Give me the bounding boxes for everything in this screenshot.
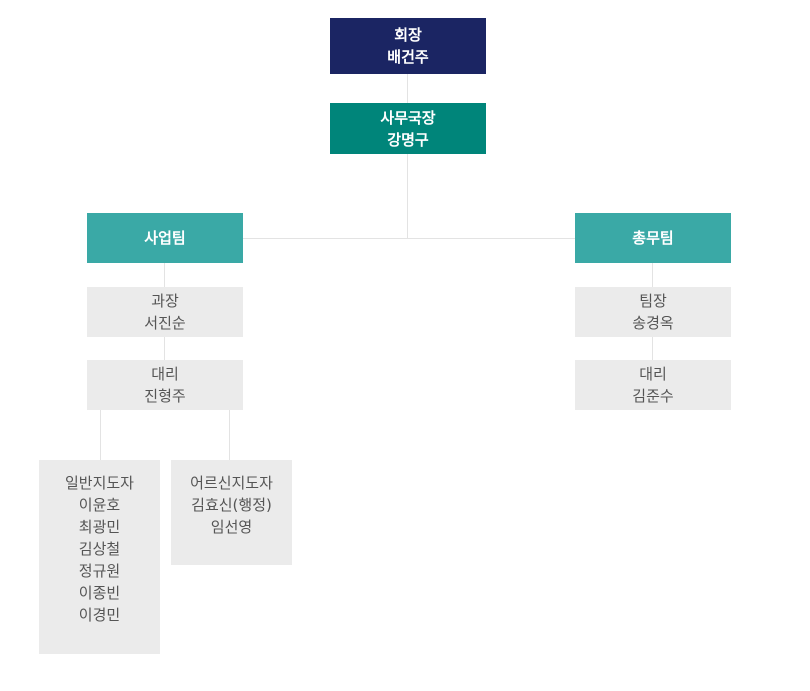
- name: 정규원: [78, 562, 121, 580]
- title: 과장: [151, 292, 179, 310]
- name: 배건주: [387, 48, 429, 66]
- admin-leader-box: 팀장 송경옥: [575, 287, 731, 337]
- admin-assistant-box: 대리 김준수: [575, 360, 731, 410]
- title: 회장: [394, 26, 422, 44]
- name: 김준수: [632, 387, 674, 405]
- name: 강명구: [387, 130, 429, 149]
- connector: [407, 74, 408, 238]
- title: 일반지도자: [64, 474, 134, 492]
- connector: [229, 410, 230, 460]
- title: 대리: [639, 365, 667, 383]
- name: 최광민: [78, 518, 121, 536]
- name: 이윤호: [78, 496, 121, 514]
- name: 임선영: [210, 518, 253, 536]
- name: 이경민: [78, 606, 121, 624]
- secretary-box: 사무국장 강명구: [330, 103, 486, 154]
- title: 팀장: [639, 292, 667, 310]
- label: 사업팀: [144, 229, 186, 247]
- name: 서진순: [144, 314, 186, 332]
- name: 김상철: [78, 540, 121, 558]
- chairman-box: 회장 배건주: [330, 18, 486, 74]
- title: 대리: [151, 365, 179, 383]
- senior-coaches-box: 어르신지도자 김효신(행정) 임선영: [171, 460, 292, 565]
- business-team-box: 사업팀: [87, 213, 243, 263]
- name: 진형주: [144, 387, 186, 405]
- label: 총무팀: [632, 229, 674, 247]
- connector: [243, 238, 575, 239]
- business-assistant-box: 대리 진형주: [87, 360, 243, 410]
- name: 김효신(행정): [191, 496, 272, 514]
- connector: [100, 410, 101, 460]
- name: 송경옥: [632, 314, 674, 332]
- admin-team-box: 총무팀: [575, 213, 731, 263]
- name: 이종빈: [78, 584, 121, 602]
- general-coaches-box: 일반지도자 이윤호 최광민 김상철 정규원 이종빈 이경민: [39, 460, 160, 654]
- title: 사무국장: [380, 108, 436, 127]
- title: 어르신지도자: [190, 474, 273, 492]
- business-manager-box: 과장 서진순: [87, 287, 243, 337]
